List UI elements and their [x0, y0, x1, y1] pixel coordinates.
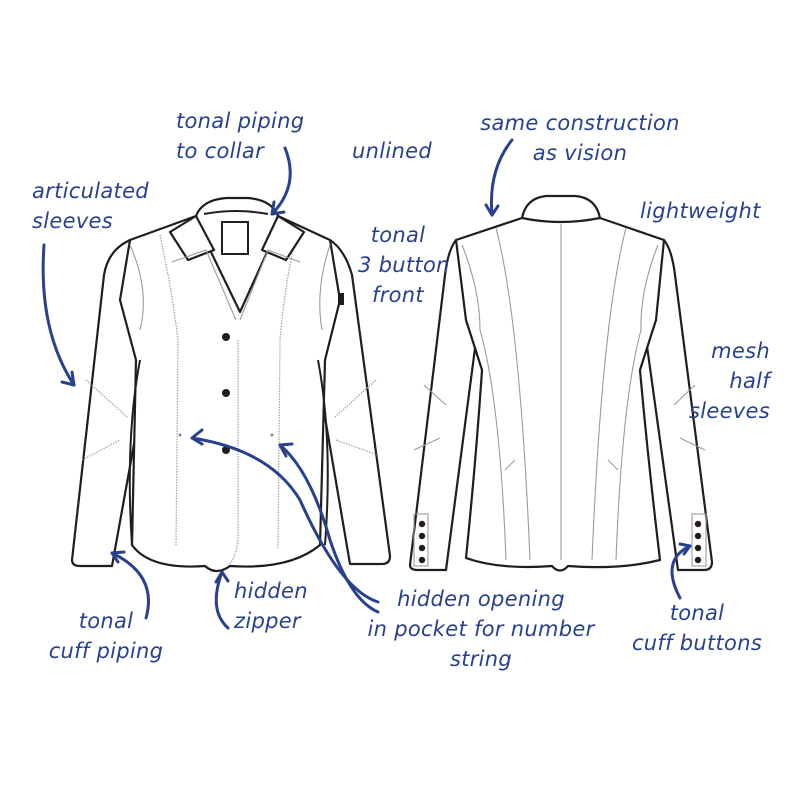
note-tonal-piping-collar: tonal piping to collar — [176, 109, 305, 163]
arrow-pocket-left — [190, 436, 380, 604]
arrow-cuff-buttons — [670, 544, 692, 600]
arrow-cuff-piping — [110, 551, 150, 620]
note-unlined: unlined — [352, 139, 432, 163]
note-same-construction: same construction as vision — [480, 111, 680, 165]
front-view — [70, 196, 392, 573]
note-articulated-sleeves: articulated sleeves — [32, 179, 149, 233]
arrow-collar-piping — [270, 146, 292, 216]
arrow-pocket-right — [278, 443, 380, 614]
note-tonal-3-button-front: tonal 3 button front — [358, 223, 450, 307]
arrow-same-construction — [489, 138, 514, 217]
front-button-2 — [222, 389, 230, 397]
cuff-buttons-right — [694, 520, 702, 564]
cuff-buttons-left — [418, 520, 426, 564]
note-lightweight: lightweight — [640, 199, 761, 223]
front-button-3 — [222, 446, 230, 454]
front-button-1 — [222, 333, 230, 341]
back-view — [408, 194, 714, 572]
note-hidden-zipper: hidden zipper — [234, 579, 308, 633]
note-mesh-half-sleeves: mesh half sleeves — [688, 339, 770, 423]
arrow-articulated-sleeves — [41, 243, 76, 387]
note-tonal-cuff-buttons: tonal cuff buttons — [631, 601, 763, 655]
note-tonal-cuff-piping: tonal cuff piping — [48, 609, 164, 663]
annotation-arrows — [41, 138, 692, 630]
note-hidden-opening: hidden opening in pocket for number stri… — [367, 587, 595, 671]
